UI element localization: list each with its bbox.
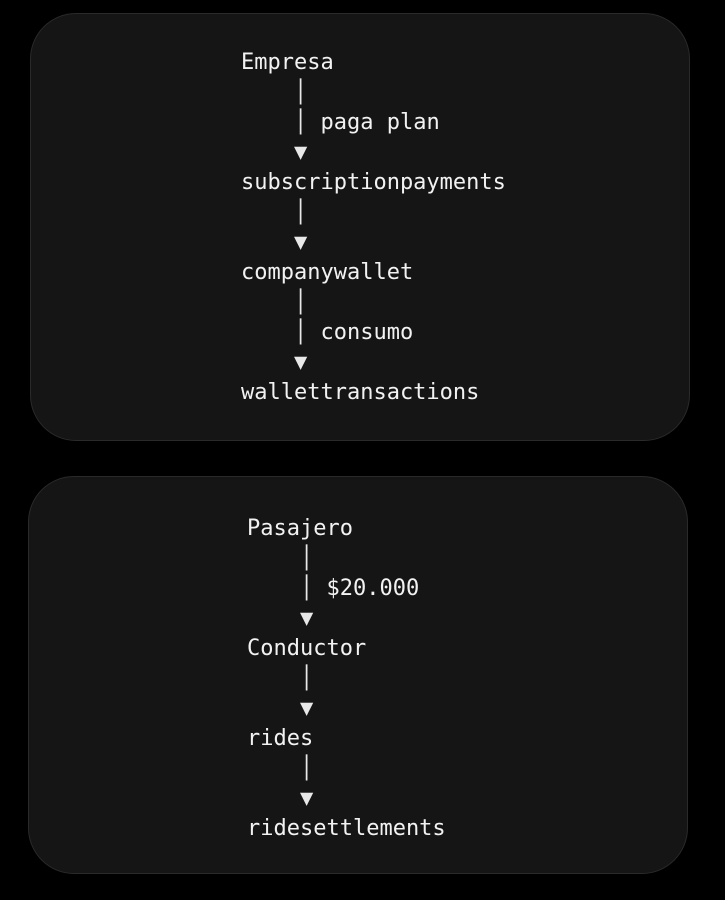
flow-connector: │ [247, 666, 314, 691]
arrow-down-icon: ▼ [241, 350, 308, 375]
arrow-down-icon: ▼ [241, 140, 308, 165]
flow-node-subscriptionpayments: subscriptionpayments [241, 170, 506, 195]
flow-connector: │ [247, 546, 314, 571]
flow-node-conductor: Conductor [247, 636, 367, 661]
arrow-down-icon: ▼ [247, 786, 314, 811]
flow-node-empresa: Empresa [241, 50, 334, 75]
flow-node-companywallet: companywallet [241, 260, 414, 285]
flow-connector: │ [241, 290, 308, 315]
flow-card-company: Empresa │ │ paga plan ▼ subscriptionpayme… [30, 13, 690, 441]
flow-card-ride: Pasajero │ │ $20.000 ▼ Conductor │ ▼ rides… [28, 476, 688, 874]
flow-connector: │ [247, 756, 314, 781]
flow-diagram: Pasajero │ │ $20.000 ▼ Conductor │ ▼ rides… [247, 514, 446, 844]
flow-diagram: Empresa │ │ paga plan ▼ subscriptionpayme… [241, 48, 506, 408]
arrow-down-icon: ▼ [247, 696, 314, 721]
flow-connector: │ [241, 200, 308, 225]
flow-connector: │ [241, 80, 308, 105]
flow-edge-label-consumo: │ consumo [241, 320, 414, 345]
flow-node-rides: rides [247, 726, 314, 751]
arrow-down-icon: ▼ [241, 230, 308, 255]
arrow-down-icon: ▼ [247, 606, 314, 631]
flow-node-wallettransactions: wallettransactions [241, 380, 480, 405]
flow-node-pasajero: Pasajero [247, 516, 353, 541]
flow-edge-label-paga-plan: │ paga plan [241, 110, 440, 135]
flow-node-ridesettlements: ridesettlements [247, 816, 446, 841]
flow-edge-label-amount: │ $20.000 [247, 576, 420, 601]
